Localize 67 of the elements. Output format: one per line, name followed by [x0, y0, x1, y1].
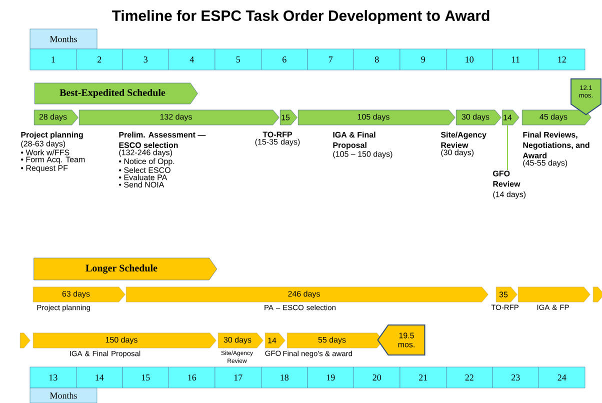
- step-note: • Work w/FFS: [21, 149, 70, 156]
- month-cell: 13: [30, 366, 76, 388]
- month-cell: 9: [400, 48, 446, 70]
- step-note: • Send NOIA: [119, 182, 164, 188]
- month-cell: 11: [492, 48, 539, 70]
- step-note: GFO Review (14 days): [493, 170, 526, 199]
- step-note: (45-55 days): [523, 160, 568, 168]
- phase-bar: 150 days: [32, 332, 216, 348]
- step-note: (30 days): [441, 149, 474, 157]
- schedule-banner: Longer Schedule: [34, 258, 218, 280]
- month-cell: 24: [538, 366, 586, 388]
- phase-bar: [20, 332, 30, 348]
- phase-bar: 15: [280, 110, 298, 126]
- month-cell: 1: [30, 48, 76, 70]
- step-note: (28-63 days): [21, 140, 66, 148]
- step-heading: Project planning: [21, 132, 83, 140]
- month-cell: 18: [261, 366, 308, 388]
- month-cell: 15: [122, 366, 169, 388]
- step-heading: TO-RFP: [262, 132, 292, 138]
- month-cell: 3: [122, 48, 169, 70]
- step-note: (105 – 150 days): [333, 150, 392, 158]
- month-cell: 20: [354, 366, 400, 388]
- month-cell: 7: [307, 48, 354, 70]
- step-note: • Evaluate PA: [119, 174, 168, 180]
- month-cell: 14: [76, 366, 123, 388]
- phase-bar: 246 days: [126, 286, 488, 302]
- month-cell: 19: [307, 366, 354, 388]
- phase-bar: 132 days: [78, 110, 280, 126]
- step-note: (132-246 days): [119, 149, 172, 157]
- month-cell: 16: [168, 366, 216, 388]
- phase-bar: 30 days: [218, 332, 264, 348]
- phase-bar: 30 days: [456, 110, 502, 126]
- month-cell: 2: [76, 48, 123, 70]
- month-cell: 6: [261, 48, 308, 70]
- step-heading: Prelim. Assessment — ESCO selection: [119, 132, 206, 148]
- step-note: (15-35 days): [255, 138, 300, 146]
- month-cell: 12: [538, 48, 586, 70]
- months-tab: Months: [30, 388, 98, 403]
- step-note: • Notice of Opp.: [119, 158, 174, 166]
- month-cell: 4: [168, 48, 216, 70]
- phase-bar: 63 days: [32, 286, 126, 302]
- month-cell: 17: [214, 366, 262, 388]
- month-cell: 10: [446, 48, 493, 70]
- leader-line: [507, 124, 508, 170]
- schedule-banner: Best-Expedited Schedule: [34, 82, 198, 104]
- phase-bar: 28 days: [34, 110, 78, 126]
- step-note: • Form Acq. Team: [21, 156, 85, 164]
- phase-bar: 105 days: [298, 110, 456, 126]
- month-cell: 23: [492, 366, 539, 388]
- phase-bar: 45 days: [522, 110, 592, 126]
- step-note: • Request PF: [21, 165, 68, 172]
- phase-bar: 14: [264, 332, 286, 348]
- month-cell: 21: [400, 366, 446, 388]
- title: Timeline for ESPC Task Order Development to Award: [112, 10, 490, 24]
- phase-bar: 55 days: [286, 332, 384, 348]
- months-tab: Months: [30, 28, 98, 50]
- month-cell: 8: [354, 48, 400, 70]
- month-cell: 5: [214, 48, 262, 70]
- step-heading: IGA & Final Proposal: [333, 132, 376, 150]
- phase-bar: 14: [502, 110, 520, 126]
- step-heading: Final Reviews, Negotiations, and Award: [522, 132, 590, 158]
- step-heading: Site/Agency Review: [440, 132, 486, 148]
- phase-bar: 35: [496, 286, 518, 302]
- phase-bar: [518, 286, 590, 302]
- month-cell: 22: [446, 366, 493, 388]
- phase-bar: [592, 286, 602, 302]
- step-note: • Select ESCO: [119, 167, 170, 173]
